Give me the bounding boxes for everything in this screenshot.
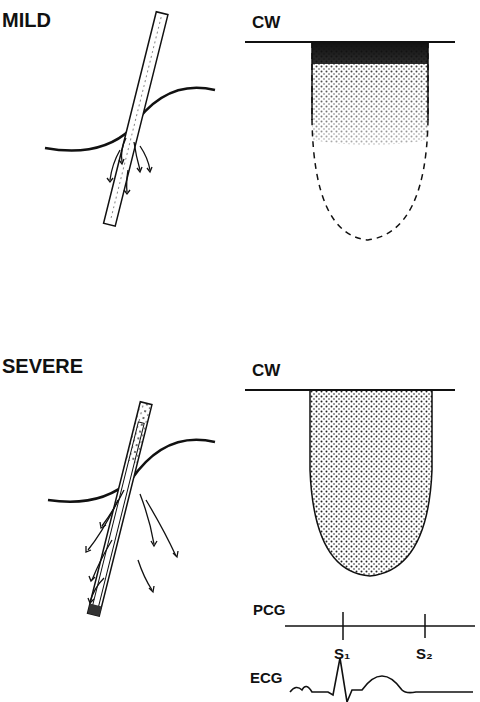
ecg-trace bbox=[290, 658, 473, 702]
pcg-line bbox=[285, 625, 475, 627]
jet-arrows bbox=[86, 490, 178, 603]
jet-arrows bbox=[107, 138, 152, 194]
mode-label: CW bbox=[252, 362, 280, 379]
signal-name: PCG bbox=[253, 602, 286, 617]
valve-leaflet bbox=[45, 129, 131, 151]
heart-sound-tick bbox=[424, 614, 426, 638]
section-heading: SEVERE bbox=[2, 356, 83, 376]
valve-leaflet bbox=[131, 440, 215, 480]
spectrum-outline bbox=[312, 42, 428, 240]
section-heading: MILD bbox=[2, 10, 51, 30]
heart-sound-label: S₂ bbox=[416, 646, 433, 661]
heart-sound-tick bbox=[342, 612, 344, 640]
mode-label: CW bbox=[252, 14, 280, 31]
doppler-beam bbox=[88, 402, 152, 616]
signal-name: ECG bbox=[250, 670, 283, 685]
doppler-beam bbox=[104, 12, 168, 226]
doppler-spectrum bbox=[310, 390, 432, 576]
heart-sound-label: S₁ bbox=[334, 646, 350, 661]
spectrum-dense bbox=[312, 42, 428, 64]
doppler-spectrum bbox=[312, 42, 428, 145]
